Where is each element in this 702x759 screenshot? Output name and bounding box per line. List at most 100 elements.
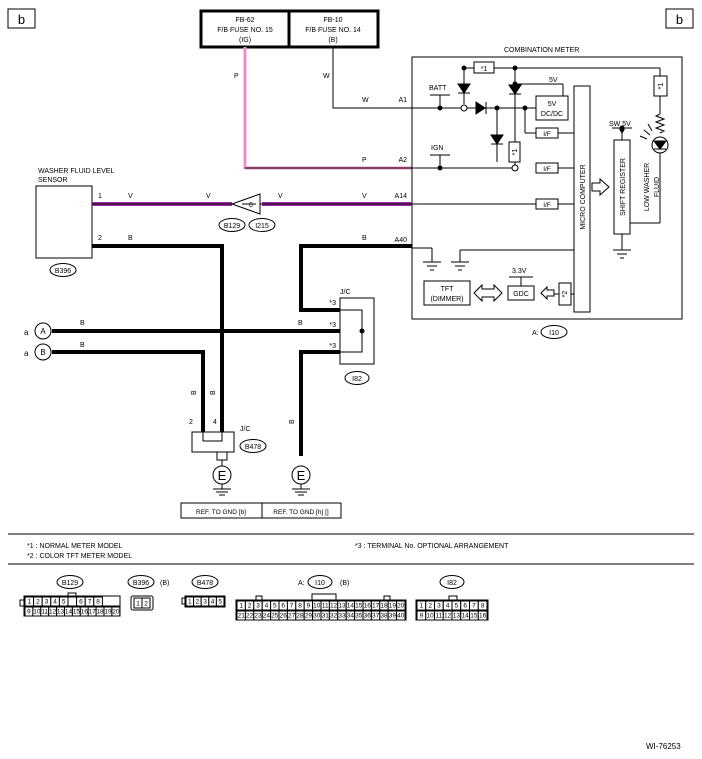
pin-number: 8 [298, 603, 302, 610]
gdc-label: GDC [513, 291, 529, 298]
pin-number: 5 [273, 603, 277, 610]
meter-terminal-a14: A14 [395, 193, 408, 200]
inline-conn1-oval [218, 218, 246, 232]
five-v-label: 5V [549, 77, 558, 84]
jc-upper [339, 297, 375, 365]
pin-number: 18 [96, 609, 104, 616]
meter-terminal-a40: A40 [395, 237, 408, 244]
wire-b-from-a-label: B [80, 320, 85, 327]
wire-b-a40 [299, 244, 412, 312]
fuse-fb10-sub: (B) [328, 37, 337, 44]
pin-number: 12 [444, 613, 452, 620]
fuse-fb62-sub: (IG) [239, 37, 251, 44]
inline-conn2-oval [248, 218, 276, 232]
pin-number: 4 [446, 603, 450, 610]
pin-number: 1 [27, 599, 31, 606]
low-washer-label: LOW WASHER [644, 163, 651, 211]
wire-b-down-label-2: B [210, 390, 217, 395]
wire-w [332, 47, 412, 109]
arrow-tft [473, 283, 503, 303]
pin-number: 21 [238, 613, 246, 620]
dcdc-converter [535, 95, 569, 121]
jc-upper-title: J/C [340, 289, 351, 296]
jc-upper-node [359, 328, 365, 334]
wire-v-label-2: V [206, 193, 211, 200]
pin-number: 14 [462, 613, 470, 620]
pin-cell [93, 596, 103, 607]
jc-lower-connector: B478 [245, 444, 261, 451]
pin-number: 30 [313, 613, 321, 620]
pin-number: 14 [65, 609, 73, 616]
ref-gnd-1: REF. TO GND [b] [196, 509, 246, 516]
pin-number: 11 [41, 609, 48, 616]
wire-b-from-b [52, 350, 205, 432]
arrow-to-shift-register [591, 177, 610, 197]
from-b-label: B [40, 348, 45, 357]
wire-p-label-vert: P [234, 73, 239, 80]
from-a-label: A [40, 327, 46, 336]
pin-number: 36 [364, 613, 372, 620]
pin-number: 39 [389, 613, 397, 620]
star1-tag-top-label: *1 [481, 66, 488, 73]
connector-i10-note: (B) [340, 580, 349, 587]
if-block-1-label: I/F [543, 131, 551, 138]
corner-tag-left [7, 8, 36, 29]
sensor-pin-2: 2 [98, 235, 102, 242]
pin-number: 5 [218, 599, 222, 606]
ign-label: IGN [431, 145, 443, 152]
pin-number: 16 [364, 603, 372, 610]
wire-b-ground-label: B [289, 419, 296, 424]
sensor-pin-1: 1 [98, 193, 102, 200]
sensor-connector-oval [49, 263, 77, 277]
light-rays [639, 123, 653, 140]
wire-b-down-label-1: B [191, 390, 198, 395]
pin-number: 15 [355, 603, 363, 610]
tft-label-1: TFT [441, 286, 455, 293]
pin-cell [477, 610, 488, 621]
from-a-prefix: a [24, 328, 29, 337]
pin-number: 38 [380, 613, 388, 620]
connector-b129-name: B129 [62, 580, 78, 587]
pin-number: 7 [88, 599, 92, 606]
pin-cell [215, 596, 225, 607]
if-block-3-label: I/F [543, 202, 551, 209]
jc-upper-pin-2: *3 [329, 322, 336, 329]
pin-number: 12 [330, 603, 338, 610]
pin-number: 37 [372, 613, 380, 620]
micro-computer-label: MICRO COMPUTER [580, 164, 587, 229]
pin-number: 14 [347, 603, 355, 610]
resistor [654, 113, 666, 134]
dcdc-label-2: DC/DC [541, 111, 563, 118]
pin-cell [477, 600, 488, 611]
pin-number: 19 [389, 603, 397, 610]
if-block-3 [535, 198, 559, 210]
wire-v-label-3: V [278, 193, 283, 200]
pin-number: 13 [338, 603, 346, 610]
star1-tag-right [653, 75, 668, 97]
pin-number: 7 [290, 603, 294, 610]
from-a-circle [34, 322, 52, 340]
tft-dimmer [423, 280, 471, 306]
ground-e-right-label: E [297, 468, 306, 483]
wire-v-label-1: V [128, 193, 133, 200]
pin-number: 1 [420, 603, 424, 610]
star1-tag-vertical [508, 141, 521, 163]
connector-i10-name: I10 [315, 580, 325, 587]
pin-number: 4 [265, 603, 269, 610]
diode-upper [508, 84, 522, 95]
pin-number: 16 [81, 609, 89, 616]
jc-upper-connector-oval [344, 371, 370, 385]
shift-register-label: SHIFT REGISTER [620, 158, 627, 216]
connector-i10-prefix: A: [298, 580, 305, 587]
pin-number: 10 [427, 613, 435, 620]
jc-lower-connector-oval [239, 439, 267, 453]
pin-number: 6 [79, 599, 83, 606]
meter-terminal-a1: A1 [398, 97, 407, 104]
jc-lower-tab [216, 451, 228, 461]
diode-series [475, 101, 487, 115]
